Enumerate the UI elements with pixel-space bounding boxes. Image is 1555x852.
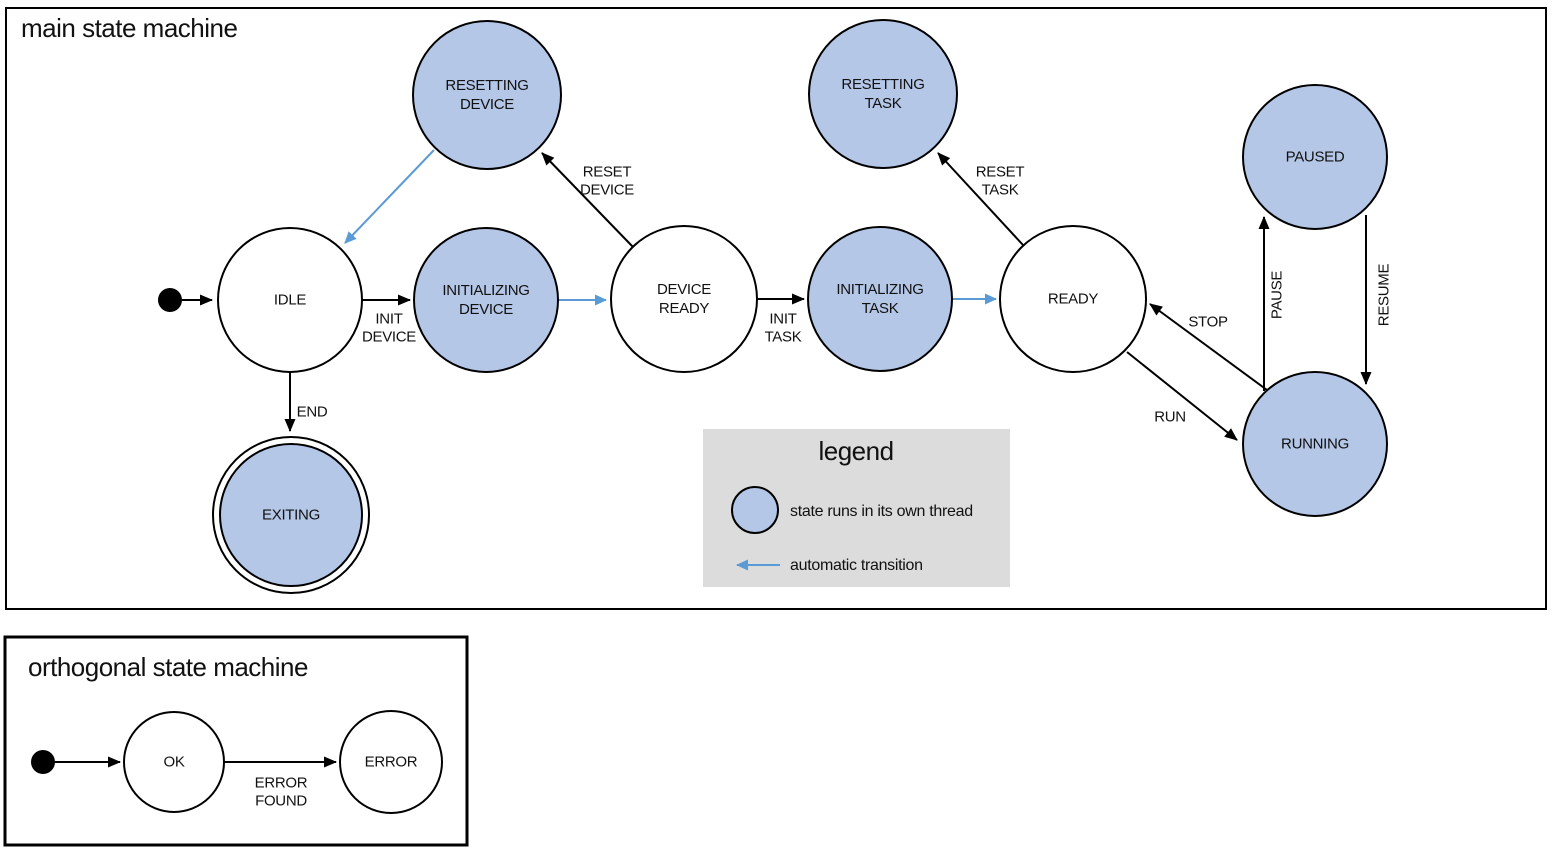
transition-label-stop-0: STOP — [1188, 314, 1228, 331]
legend-thread-state-swatch-icon — [731, 486, 779, 534]
panels-layer — [3, 7, 1547, 847]
state-label-resetting-device-0: RESETTING — [445, 77, 528, 94]
orthogonal-panel-border — [3, 635, 469, 847]
state-label-resetting-task-1: TASK — [865, 95, 902, 112]
main-panel-border — [5, 7, 1547, 610]
states-layer: IDLE RESETTING DEVICE INITIALIZING DEVICE DEV… — [31, 19, 1388, 814]
transition-label-init-task-0: INIT — [769, 311, 796, 328]
state-label-paused-0: PAUSED — [1286, 149, 1345, 166]
transition-label-error-found-0: ERROR — [255, 775, 308, 792]
orthogonal-panel-title: orthogonal state machine — [28, 652, 308, 682]
state-running — [1242, 371, 1388, 517]
transition-label-init-task-1: TASK — [765, 329, 802, 346]
state-label-resetting-task-0: RESETTING — [841, 76, 924, 93]
state-label-ready-0: READY — [1048, 291, 1098, 308]
state-initializing-device — [413, 227, 559, 373]
transition-run — [1126, 351, 1238, 441]
state-idle — [217, 227, 363, 373]
state-label-initializing-task-0: INITIALIZING — [836, 281, 923, 298]
legend-thread-state-label: state runs in its own thread — [790, 503, 973, 520]
transition-label-error-found-1: FOUND — [255, 793, 307, 810]
state-label-resetting-device-1: DEVICE — [460, 96, 514, 113]
state-exiting — [219, 443, 363, 587]
transition-stop — [1149, 303, 1268, 391]
state-resetting-device — [412, 20, 562, 170]
transition-label-init-device-0: INIT — [375, 311, 402, 328]
transitions-layer: INITDEVICERESETDEVICEINITTASKRESETTASKRU… — [55, 149, 1393, 810]
transition-auto-idle — [344, 149, 435, 244]
transition-label-resume-0: RESUME — [1376, 264, 1393, 327]
transition-label-reset-device-1: DEVICE — [580, 182, 634, 199]
transition-label-run-0: RUN — [1154, 409, 1186, 426]
state-label-initializing-task-1: TASK — [862, 300, 899, 317]
initial-state-dot-initial-orthogonal — [31, 750, 55, 774]
state-ready — [999, 225, 1147, 373]
transition-reset-task — [937, 152, 1024, 246]
initial-state-dot-initial-main — [158, 288, 182, 312]
state-label-ok-0: OK — [163, 754, 184, 771]
transition-label-end-0: END — [297, 404, 328, 421]
transition-label-pause-0: PAUSE — [1269, 271, 1286, 320]
transition-reset-device — [541, 152, 634, 248]
transition-label-reset-task-1: TASK — [982, 182, 1019, 199]
state-label-idle-0: IDLE — [274, 292, 306, 309]
state-ok — [123, 711, 225, 813]
legend-automatic-transition-label: automatic transition — [790, 557, 923, 574]
state-label-running-0: RUNNING — [1281, 436, 1349, 453]
state-label-initializing-device-0: INITIALIZING — [442, 282, 529, 299]
transition-label-reset-device-0: RESET — [583, 164, 632, 181]
state-label-exiting-0: EXITING — [262, 507, 320, 524]
state-error — [339, 710, 443, 814]
state-initializing-task — [807, 226, 953, 372]
state-resetting-task — [808, 19, 958, 169]
state-label-device-ready-0: DEVICE — [657, 281, 711, 298]
legend-title: legend — [818, 436, 893, 466]
state-label-device-ready-1: READY — [659, 300, 709, 317]
state-paused — [1242, 84, 1388, 230]
transition-label-init-device-1: DEVICE — [362, 329, 416, 346]
legend-background-layer — [703, 429, 1010, 587]
state-device-ready — [610, 225, 758, 373]
transition-label-reset-task-0: RESET — [976, 164, 1025, 181]
state-label-error-0: ERROR — [365, 754, 418, 771]
main-panel-title: main state machine — [21, 13, 237, 43]
state-label-initializing-device-1: DEVICE — [459, 301, 513, 318]
